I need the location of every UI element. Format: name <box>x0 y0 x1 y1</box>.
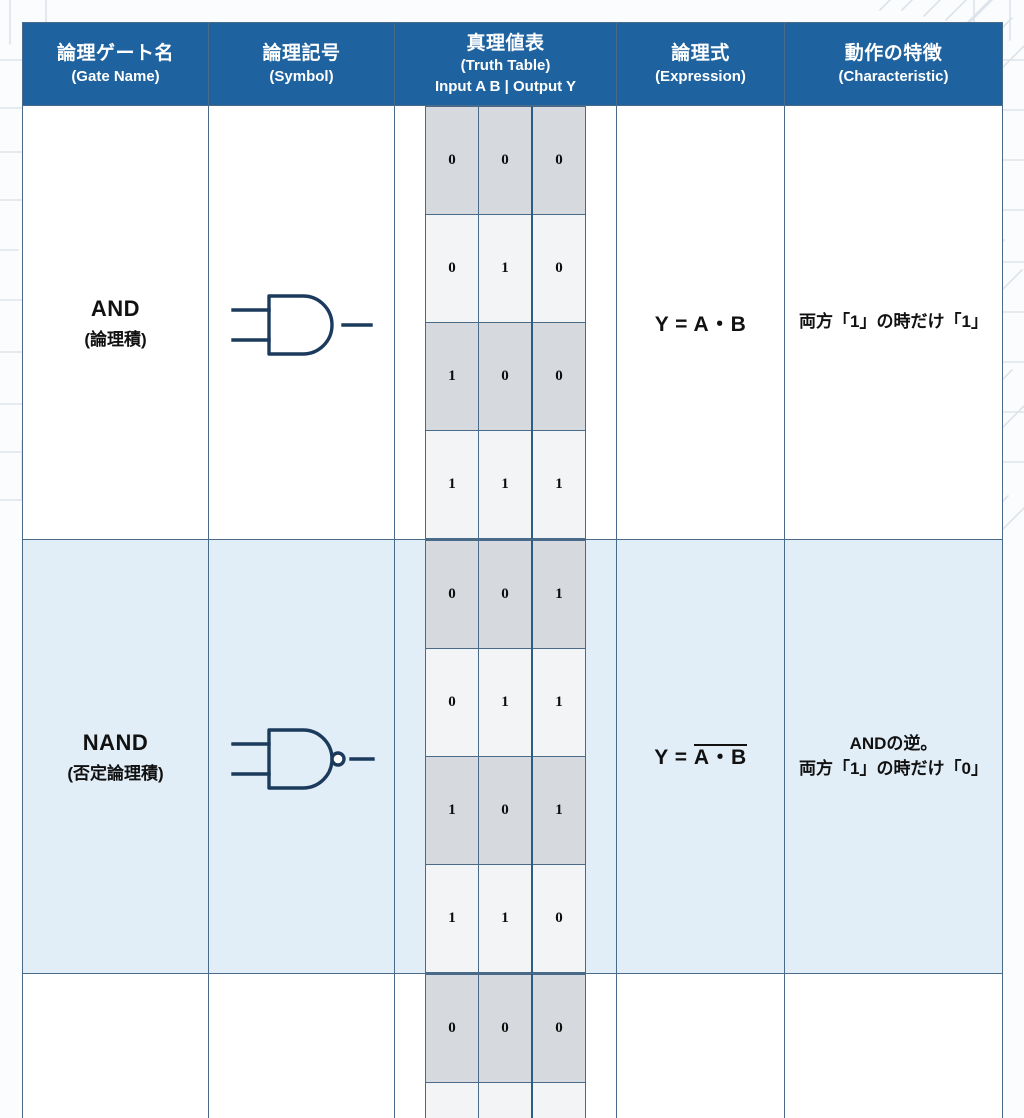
column-header-symbol: 論理記号 (Symbol) <box>209 23 395 106</box>
truth-table-cell-y: 1 <box>532 649 586 757</box>
truth-table-cell-b: 0 <box>479 107 533 215</box>
truth-table-cell-y: 0 <box>532 215 586 323</box>
truth-table-cell-y: 0 <box>532 107 586 215</box>
gate-name-en: AND <box>23 296 208 322</box>
truth-table-cell-b: 0 <box>479 757 533 865</box>
truth-table-cell-b: 1 <box>479 649 533 757</box>
characteristic-text: ANDの逆。両方「1」の時だけ「0」 <box>785 730 1002 783</box>
column-header-symbol-en: (Symbol) <box>209 67 394 86</box>
characteristic-cell: ANDの逆。両方「1」の時だけ「0」 <box>785 540 1003 974</box>
expression-lhs: Y = <box>654 746 694 769</box>
expression-body: A・B <box>694 744 747 769</box>
logic-expression: Y = A・B <box>655 313 747 336</box>
table-row: OR(論理和) 000011101111Y = A + Bどちらか片方でも「1」な… <box>23 974 1003 1118</box>
truth-table-cell-a: 1 <box>426 757 479 865</box>
column-header-expression: 論理式 (Expression) <box>617 23 785 106</box>
characteristic-line: ANDの逆。 <box>791 732 996 757</box>
characteristic-text: 両方「1」の時だけ「1」 <box>785 308 1002 337</box>
column-header-characteristic-jp: 動作の特徴 <box>785 42 1002 66</box>
truth-table-cell-b: 1 <box>479 1083 533 1118</box>
gate-name-jp: (否定論理積) <box>23 759 208 784</box>
nand-gate-symbol <box>209 540 395 974</box>
column-header-characteristic: 動作の特徴 (Characteristic) <box>785 23 1003 106</box>
column-header-symbol-jp: 論理記号 <box>209 42 394 66</box>
truth-table-cell-a: 1 <box>426 431 479 539</box>
truth-table-cell-a: 1 <box>426 323 479 431</box>
column-header-gate-name: 論理ゲート名 (Gate Name) <box>23 23 209 106</box>
truth-table-cell-b: 0 <box>479 975 533 1083</box>
gate-name-en: NAND <box>23 730 208 756</box>
truth-table-cell-b: 0 <box>479 323 533 431</box>
characteristic-cell: どちらか片方でも「1」なら「1」 <box>785 974 1003 1118</box>
truth-table-cell-y: 1 <box>532 1083 586 1118</box>
truth-table-cell-b: 1 <box>479 431 533 539</box>
header-row: 論理ゲート名 (Gate Name) 論理記号 (Symbol) 真理値表 (T… <box>23 23 1003 106</box>
column-header-expression-jp: 論理式 <box>617 42 784 66</box>
truth-table-cell-b: 0 <box>479 541 533 649</box>
column-header-gate-name-en: (Gate Name) <box>23 67 208 86</box>
truth-table-cell-a: 0 <box>426 215 479 323</box>
truth-table-cell-y: 0 <box>532 865 586 973</box>
logic-gate-reference-table: 論理ゲート名 (Gate Name) 論理記号 (Symbol) 真理値表 (T… <box>22 22 1002 537</box>
truth-table-row: 011 <box>426 1083 586 1118</box>
characteristic-cell: 両方「1」の時だけ「1」 <box>785 106 1003 540</box>
column-header-truth-table-en: (Truth Table) <box>395 56 616 75</box>
column-header-truth-table-jp: 真理値表 <box>395 32 616 56</box>
expression-lhs: Y = <box>655 313 694 336</box>
table-header: 論理ゲート名 (Gate Name) 論理記号 (Symbol) 真理値表 (T… <box>23 23 1003 106</box>
gate-name-cell: OR(論理和) <box>23 974 209 1118</box>
truth-table-cell-a: 0 <box>426 107 479 215</box>
gate-name-cell: NAND (否定論理積) <box>23 540 209 974</box>
and-gate-symbol <box>209 106 395 540</box>
gate-name-cell: AND (論理積) <box>23 106 209 540</box>
expression-cell: Y = A・B <box>617 106 785 540</box>
truth-table-cell-a: 0 <box>426 975 479 1083</box>
truth-table-cell-b: 1 <box>479 215 533 323</box>
characteristic-line: 両方「1」の時だけ「0」 <box>791 757 996 782</box>
expression-body: A・B <box>693 313 746 336</box>
truth-table-cell-b: 1 <box>479 865 533 973</box>
truth-table-cell-y: 0 <box>532 323 586 431</box>
truth-table-cell-a: 0 <box>426 1083 479 1118</box>
truth-table-cell-a: 0 <box>426 541 479 649</box>
truth-table-cell: 000011101111 <box>395 974 617 1118</box>
column-header-expression-en: (Expression) <box>617 67 784 86</box>
truth-table-cell-y: 1 <box>532 757 586 865</box>
column-header-truth-table: 真理値表 (Truth Table) Input A B | Output Y <box>395 23 617 106</box>
truth-table: 000011101111 <box>425 974 586 1118</box>
gate-table: 論理ゲート名 (Gate Name) 論理記号 (Symbol) 真理値表 (T… <box>22 22 1003 1118</box>
truth-table-cell-a: 0 <box>426 649 479 757</box>
truth-table-cell-y: 0 <box>532 975 586 1083</box>
or-gate-symbol <box>209 974 395 1118</box>
column-header-gate-name-jp: 論理ゲート名 <box>23 42 208 66</box>
truth-table-cell-a: 1 <box>426 865 479 973</box>
logic-expression: Y = A・B <box>654 746 746 769</box>
column-header-truth-table-io: Input A B | Output Y <box>395 77 616 96</box>
expression-cell: Y = A + B <box>617 974 785 1118</box>
gate-name-jp: (論理積) <box>23 325 208 350</box>
column-header-characteristic-en: (Characteristic) <box>785 67 1002 86</box>
characteristic-line: 両方「1」の時だけ「1」 <box>791 310 996 335</box>
truth-table-cell-y: 1 <box>532 431 586 539</box>
truth-table-cell-y: 1 <box>532 541 586 649</box>
expression-cell: Y = A・B <box>617 540 785 974</box>
